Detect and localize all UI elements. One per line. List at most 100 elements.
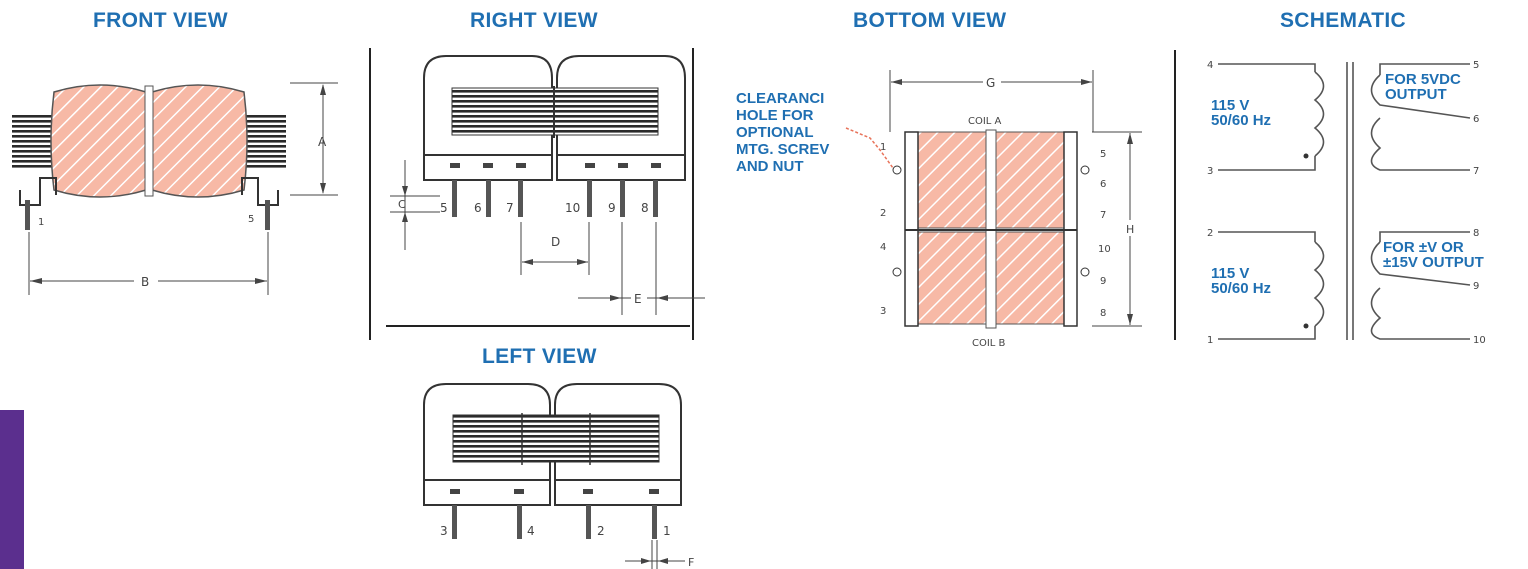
bottom-dim-g-arrow-left: [891, 79, 902, 85]
bottom-winding-bottom-right: [995, 231, 1065, 325]
primary-bottom-lead-2: [1218, 231, 1316, 242]
bottom-dim-h-label: H: [1126, 223, 1134, 236]
secondary-bottom-line-2: ±15V OUTPUT: [1383, 254, 1484, 271]
clearance-hole-callout: CLEARANCI HOLE FOR OPTIONAL MTG. SCREV A…: [736, 90, 829, 175]
secondary-bottom-lead-8: [1379, 231, 1470, 242]
left-slot-4: [649, 489, 659, 494]
bottom-dim-g-label-bg: [983, 74, 1001, 90]
right-frame-right: [556, 55, 686, 155]
right-dim-d-arrow-left: [522, 259, 533, 265]
front-center-flange: [144, 85, 154, 197]
front-pin-1-label: 1: [38, 217, 44, 228]
bottom-pin-9-label: 9: [1100, 276, 1106, 287]
right-slot-6: [651, 163, 661, 168]
bottom-view-title: BOTTOM VIEW: [853, 9, 1007, 32]
front-dim-b-arrow-left: [30, 278, 42, 284]
left-pin-1-label: 1: [663, 524, 671, 538]
left-pin-3-label: 3: [440, 524, 448, 538]
front-dim-b-arrow-right: [255, 278, 267, 284]
bottom-winding-top-right: [995, 131, 1065, 229]
schematic-drawing: [1218, 62, 1471, 340]
right-view-title: RIGHT VIEW: [470, 9, 598, 32]
left-pin-2: [586, 505, 591, 539]
secondary-top-coil-a: [1370, 74, 1471, 119]
right-dim-d-label: D: [551, 235, 560, 249]
bottom-pin-7-label: 7: [1100, 210, 1106, 221]
right-pin-8-label: 8: [641, 201, 649, 215]
front-view-drawing: 1 5 A B: [12, 82, 338, 295]
right-pin-8: [653, 180, 658, 217]
bottom-pin-10-label: 10: [1098, 244, 1111, 255]
primary-bottom-frequency: 50/60 Hz: [1211, 280, 1272, 297]
schematic-pin-4: 4: [1207, 60, 1213, 71]
schematic-pin-6: 6: [1473, 114, 1479, 125]
right-pin-10-label: 10: [565, 201, 580, 215]
secondary-bottom-coil-b: [1370, 287, 1470, 340]
polarity-dot-bottom: [1303, 323, 1309, 329]
left-base-left: [423, 479, 551, 506]
front-dim-a-label: A: [318, 135, 327, 149]
right-frame-left: [423, 55, 553, 155]
bottom-dim-g-label: G: [986, 76, 995, 90]
primary-top-lead-3: [1218, 156, 1316, 171]
left-pin-1: [652, 505, 657, 539]
front-pin-5: [265, 200, 270, 230]
callout-line-5: AND NUT: [736, 158, 804, 175]
callout-line-2: HOLE FOR: [736, 107, 814, 124]
schematic-pin-3: 3: [1207, 166, 1213, 177]
primary-top-lead-4: [1218, 63, 1316, 72]
left-pin-4-label: 4: [527, 524, 535, 538]
bottom-pin-6-label: 6: [1100, 179, 1106, 190]
primary-bottom-coil: [1313, 241, 1325, 327]
bottom-view-drawing: G COIL A COIL B 1 2 4 3 5 6 7 10 9 8 H: [845, 70, 1142, 349]
bottom-pin-1-label: 1: [880, 142, 886, 153]
primary-bottom-label: 115 V 50/60 Hz: [1211, 266, 1271, 296]
left-pin-4: [517, 505, 522, 539]
left-frame-left: [423, 383, 551, 480]
bottom-coil-b-label: COIL B: [972, 338, 1006, 349]
schematic-pin-2: 2: [1207, 228, 1213, 239]
right-dim-c-arrow-down: [402, 186, 408, 196]
secondary-top-label: FOR 5VDC OUTPUT: [1385, 72, 1461, 102]
left-base-right: [554, 479, 682, 506]
left-dim-f-label: F: [688, 556, 694, 569]
right-pin-7: [518, 180, 523, 217]
right-dim-e-arrow-right: [610, 295, 621, 301]
primary-top-frequency: 50/60 Hz: [1211, 112, 1272, 129]
bottom-dim-g-arrow-right: [1081, 79, 1092, 85]
left-slot-1: [450, 489, 460, 494]
schematic-pin-1: 1: [1207, 335, 1213, 346]
secondary-bottom-coil-a: [1370, 241, 1471, 286]
front-view-title: FRONT VIEW: [93, 9, 228, 32]
bottom-winding-top-left: [917, 131, 987, 229]
secondary-bottom-line-1: FOR ±V OR: [1383, 239, 1464, 256]
right-dim-e-arrow-left: [657, 295, 668, 301]
front-dim-b-label-bg: [134, 273, 158, 289]
secondary-top-coil-b: [1370, 117, 1470, 171]
right-dim-c-label: C: [398, 198, 406, 211]
right-slot-1: [450, 163, 460, 168]
front-pin-1: [25, 200, 30, 230]
schematic-pin-8: 8: [1473, 228, 1479, 239]
front-lams-left: [12, 113, 54, 168]
bottom-pin-3-label: 3: [880, 306, 886, 317]
primary-bottom-lead-1: [1218, 326, 1316, 340]
bottom-mount-hole-4: [1080, 267, 1090, 277]
right-dim-e-label: E: [634, 292, 642, 306]
secondary-top-line-2: OUTPUT: [1385, 86, 1447, 103]
right-pin-6-label: 6: [474, 201, 482, 215]
bottom-pin-4-label: 4: [880, 242, 886, 253]
front-bracket-left: [19, 177, 57, 206]
right-pin-9: [620, 180, 625, 217]
left-pin-3: [452, 505, 457, 539]
right-pin-9-label: 9: [608, 201, 616, 215]
right-dim-e-label-bg: [631, 291, 647, 306]
callout-line-1: CLEARANCI: [736, 90, 825, 107]
primary-top-coil: [1313, 71, 1325, 157]
right-view-drawing: 5 6 7 10 9 8 C D E: [390, 55, 705, 315]
secondary-bottom-label: FOR ±V OR ±15V OUTPUT: [1383, 240, 1484, 270]
polarity-dot-top: [1303, 153, 1309, 159]
left-dim-f-arrow-right: [641, 558, 651, 564]
left-dim-f-arrow-left: [658, 558, 668, 564]
bottom-mount-hole-2: [892, 267, 902, 277]
